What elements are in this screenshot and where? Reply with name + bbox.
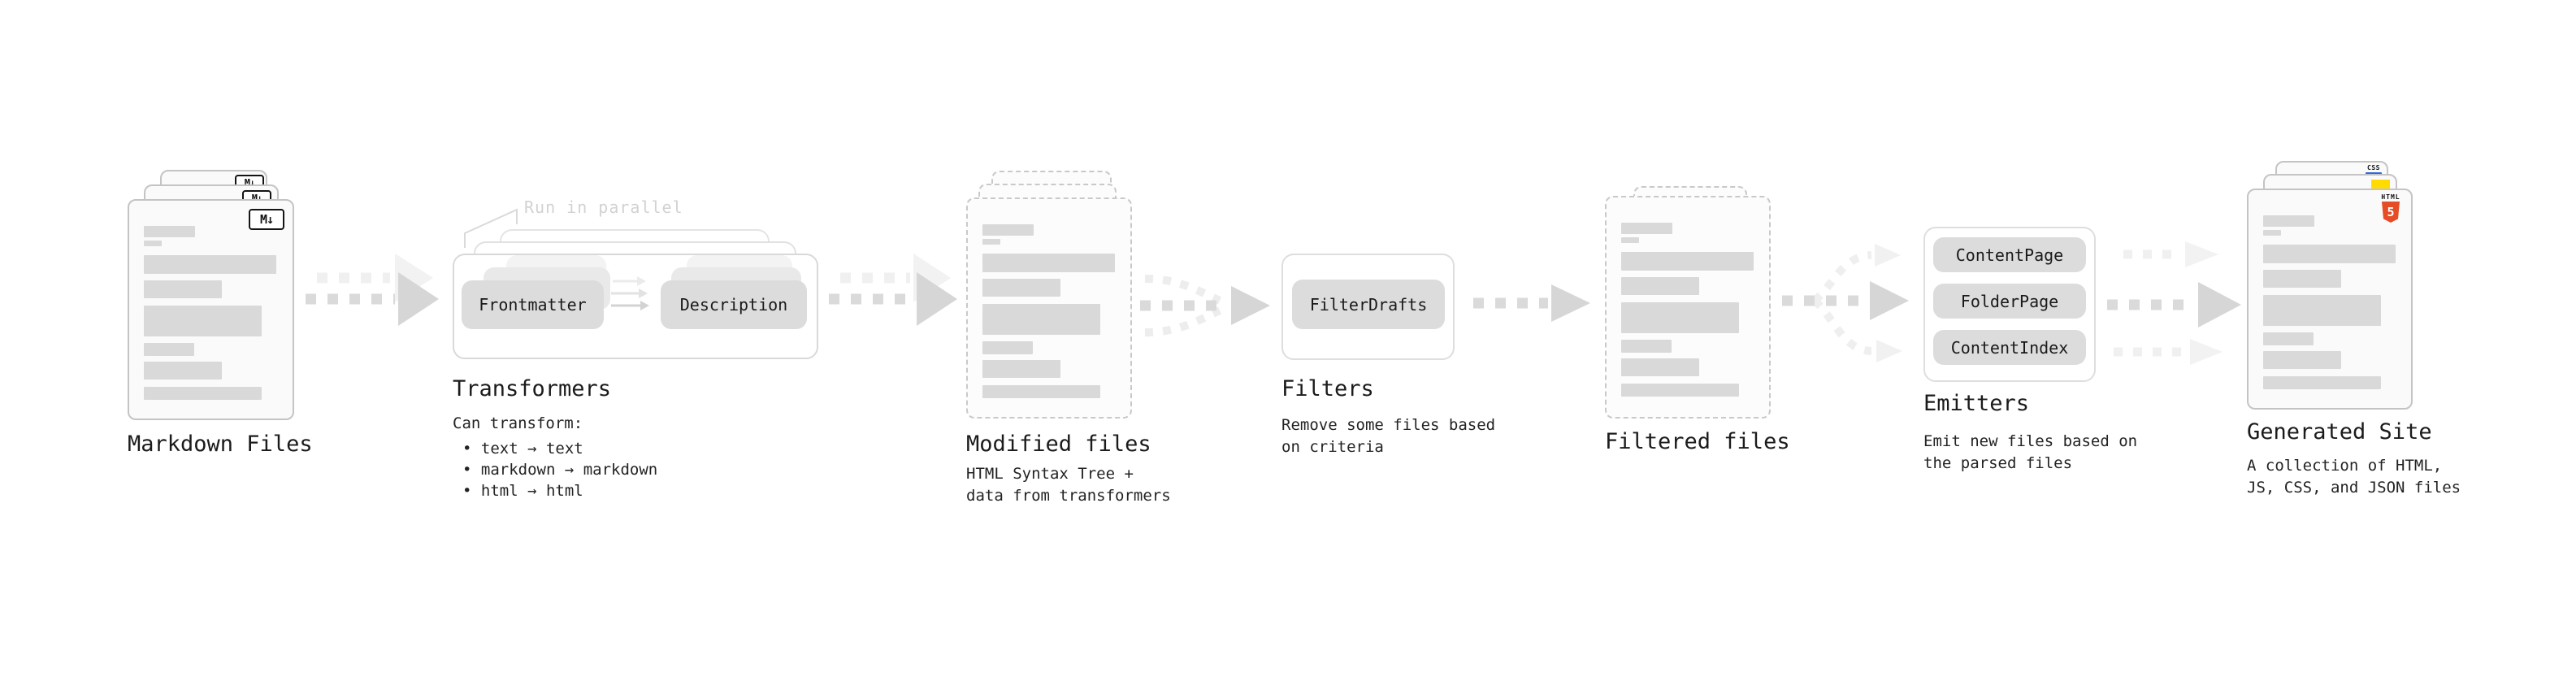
text-line-bar [1621, 358, 1699, 376]
css-icon-label: CSS [2367, 164, 2380, 171]
contentindex-pill: ContentIndex [1933, 330, 2086, 365]
caption-line: Remove some files based [1281, 416, 1496, 434]
text-line-bar [144, 343, 194, 356]
text-line-bar [144, 387, 262, 400]
text-line-bar [1621, 237, 1639, 243]
text-line-bar [1621, 302, 1739, 333]
text-line-bar [1621, 252, 1754, 271]
caption-line: HTML Syntax Tree + [966, 465, 1134, 483]
text-line-bar [2263, 376, 2381, 389]
text-line-bar [1621, 223, 1672, 234]
modified-files-label: Modified files [966, 432, 1151, 457]
list-item: text → text [462, 438, 657, 459]
text-line-bar [2263, 245, 2396, 263]
filtered-file-card-front [1605, 196, 1771, 419]
text-line-bar [2263, 295, 2381, 326]
text-line-bar [982, 279, 1060, 297]
caption-line: on criteria [1281, 438, 1384, 456]
document-content-placeholder [2263, 215, 2396, 389]
text-line-bar [144, 306, 262, 336]
transform-types-list: text → text markdown → markdown html → h… [453, 438, 657, 501]
text-line-bar [2263, 332, 2314, 345]
text-line-bar [982, 224, 1034, 236]
filtered-files-label: Filtered files [1605, 429, 1790, 454]
frontmatter-pill: Frontmatter [462, 280, 604, 329]
contentpage-pill: ContentPage [1933, 237, 2086, 272]
text-line-bar [2263, 215, 2314, 227]
html5-icon-word: HTML [2381, 193, 2400, 201]
caption-line: Emit new files based on [1923, 432, 2138, 450]
generated-file-card-front: HTML 5 [2247, 189, 2413, 410]
markdown-file-card-front: M↓ [128, 199, 294, 420]
text-line-bar [982, 254, 1115, 272]
javascript-icon [2371, 180, 2390, 189]
arrow-transformers-to-modified [822, 236, 981, 337]
arrow-filters-to-filtered [1467, 280, 1597, 329]
text-line-bar [982, 385, 1100, 398]
emitters-label: Emitters [1923, 391, 2030, 416]
document-content-placeholder [144, 226, 276, 400]
text-line-bar [144, 362, 222, 380]
modified-file-card-front [966, 197, 1132, 419]
folderpage-pill: FolderPage [1933, 284, 2086, 319]
modified-files-caption: HTML Syntax Tree + data from transformer… [966, 463, 1171, 507]
text-line-bar [144, 241, 162, 246]
transformers-label: Transformers [453, 376, 612, 401]
html5-icon: HTML 5 [2379, 193, 2402, 223]
caption-line: JS, CSS, and JSON files [2247, 479, 2461, 497]
text-line-bar [144, 226, 195, 237]
arrow-emitters-to-generated [2101, 232, 2251, 374]
arrow-markdown-to-transformers [299, 236, 458, 337]
caption-line: data from transformers [966, 487, 1171, 505]
text-line-bar [2263, 351, 2341, 369]
document-content-placeholder [982, 224, 1115, 398]
filters-caption: Remove some files based on criteria [1281, 414, 1495, 458]
caption-line: the parsed files [1923, 454, 2073, 472]
text-line-bar [2263, 230, 2281, 236]
html5-icon-shield: 5 [2382, 202, 2400, 223]
text-line-bar [982, 341, 1033, 354]
caption-title: Can transform: [453, 414, 583, 432]
text-line-bar [982, 360, 1060, 378]
text-line-bar [1621, 340, 1672, 353]
arrow-filtered-to-emitters [1776, 236, 1918, 366]
emitters-caption: Emit new files based on the parsed files [1923, 431, 2137, 475]
generated-site-caption: A collection of HTML, JS, CSS, and JSON … [2247, 455, 2461, 499]
filters-label: Filters [1281, 376, 1374, 401]
pill-connector-arrows [608, 275, 658, 314]
text-line-bar [1621, 277, 1699, 295]
parallel-note: Run in parallel [524, 197, 683, 217]
document-content-placeholder [1621, 223, 1754, 397]
markdown-icon: M↓ [249, 209, 284, 230]
list-item: html → html [462, 480, 657, 501]
text-line-bar [982, 304, 1100, 335]
text-line-bar [1621, 384, 1739, 397]
text-line-bar [2263, 270, 2341, 288]
arrow-modified-to-filters [1134, 264, 1276, 354]
filterdrafts-pill: FilterDrafts [1292, 280, 1445, 329]
generated-site-label: Generated Site [2247, 419, 2432, 445]
text-line-bar [144, 280, 222, 298]
text-line-bar [982, 239, 1000, 245]
list-item: markdown → markdown [462, 459, 657, 480]
markdown-files-label: Markdown Files [128, 432, 313, 457]
text-line-bar [144, 255, 276, 274]
description-pill: Description [661, 280, 807, 329]
parallel-note-leader-line [458, 202, 527, 252]
transformers-caption: Can transform: text → text markdown → ma… [453, 413, 657, 501]
caption-line: A collection of HTML, [2247, 457, 2443, 475]
